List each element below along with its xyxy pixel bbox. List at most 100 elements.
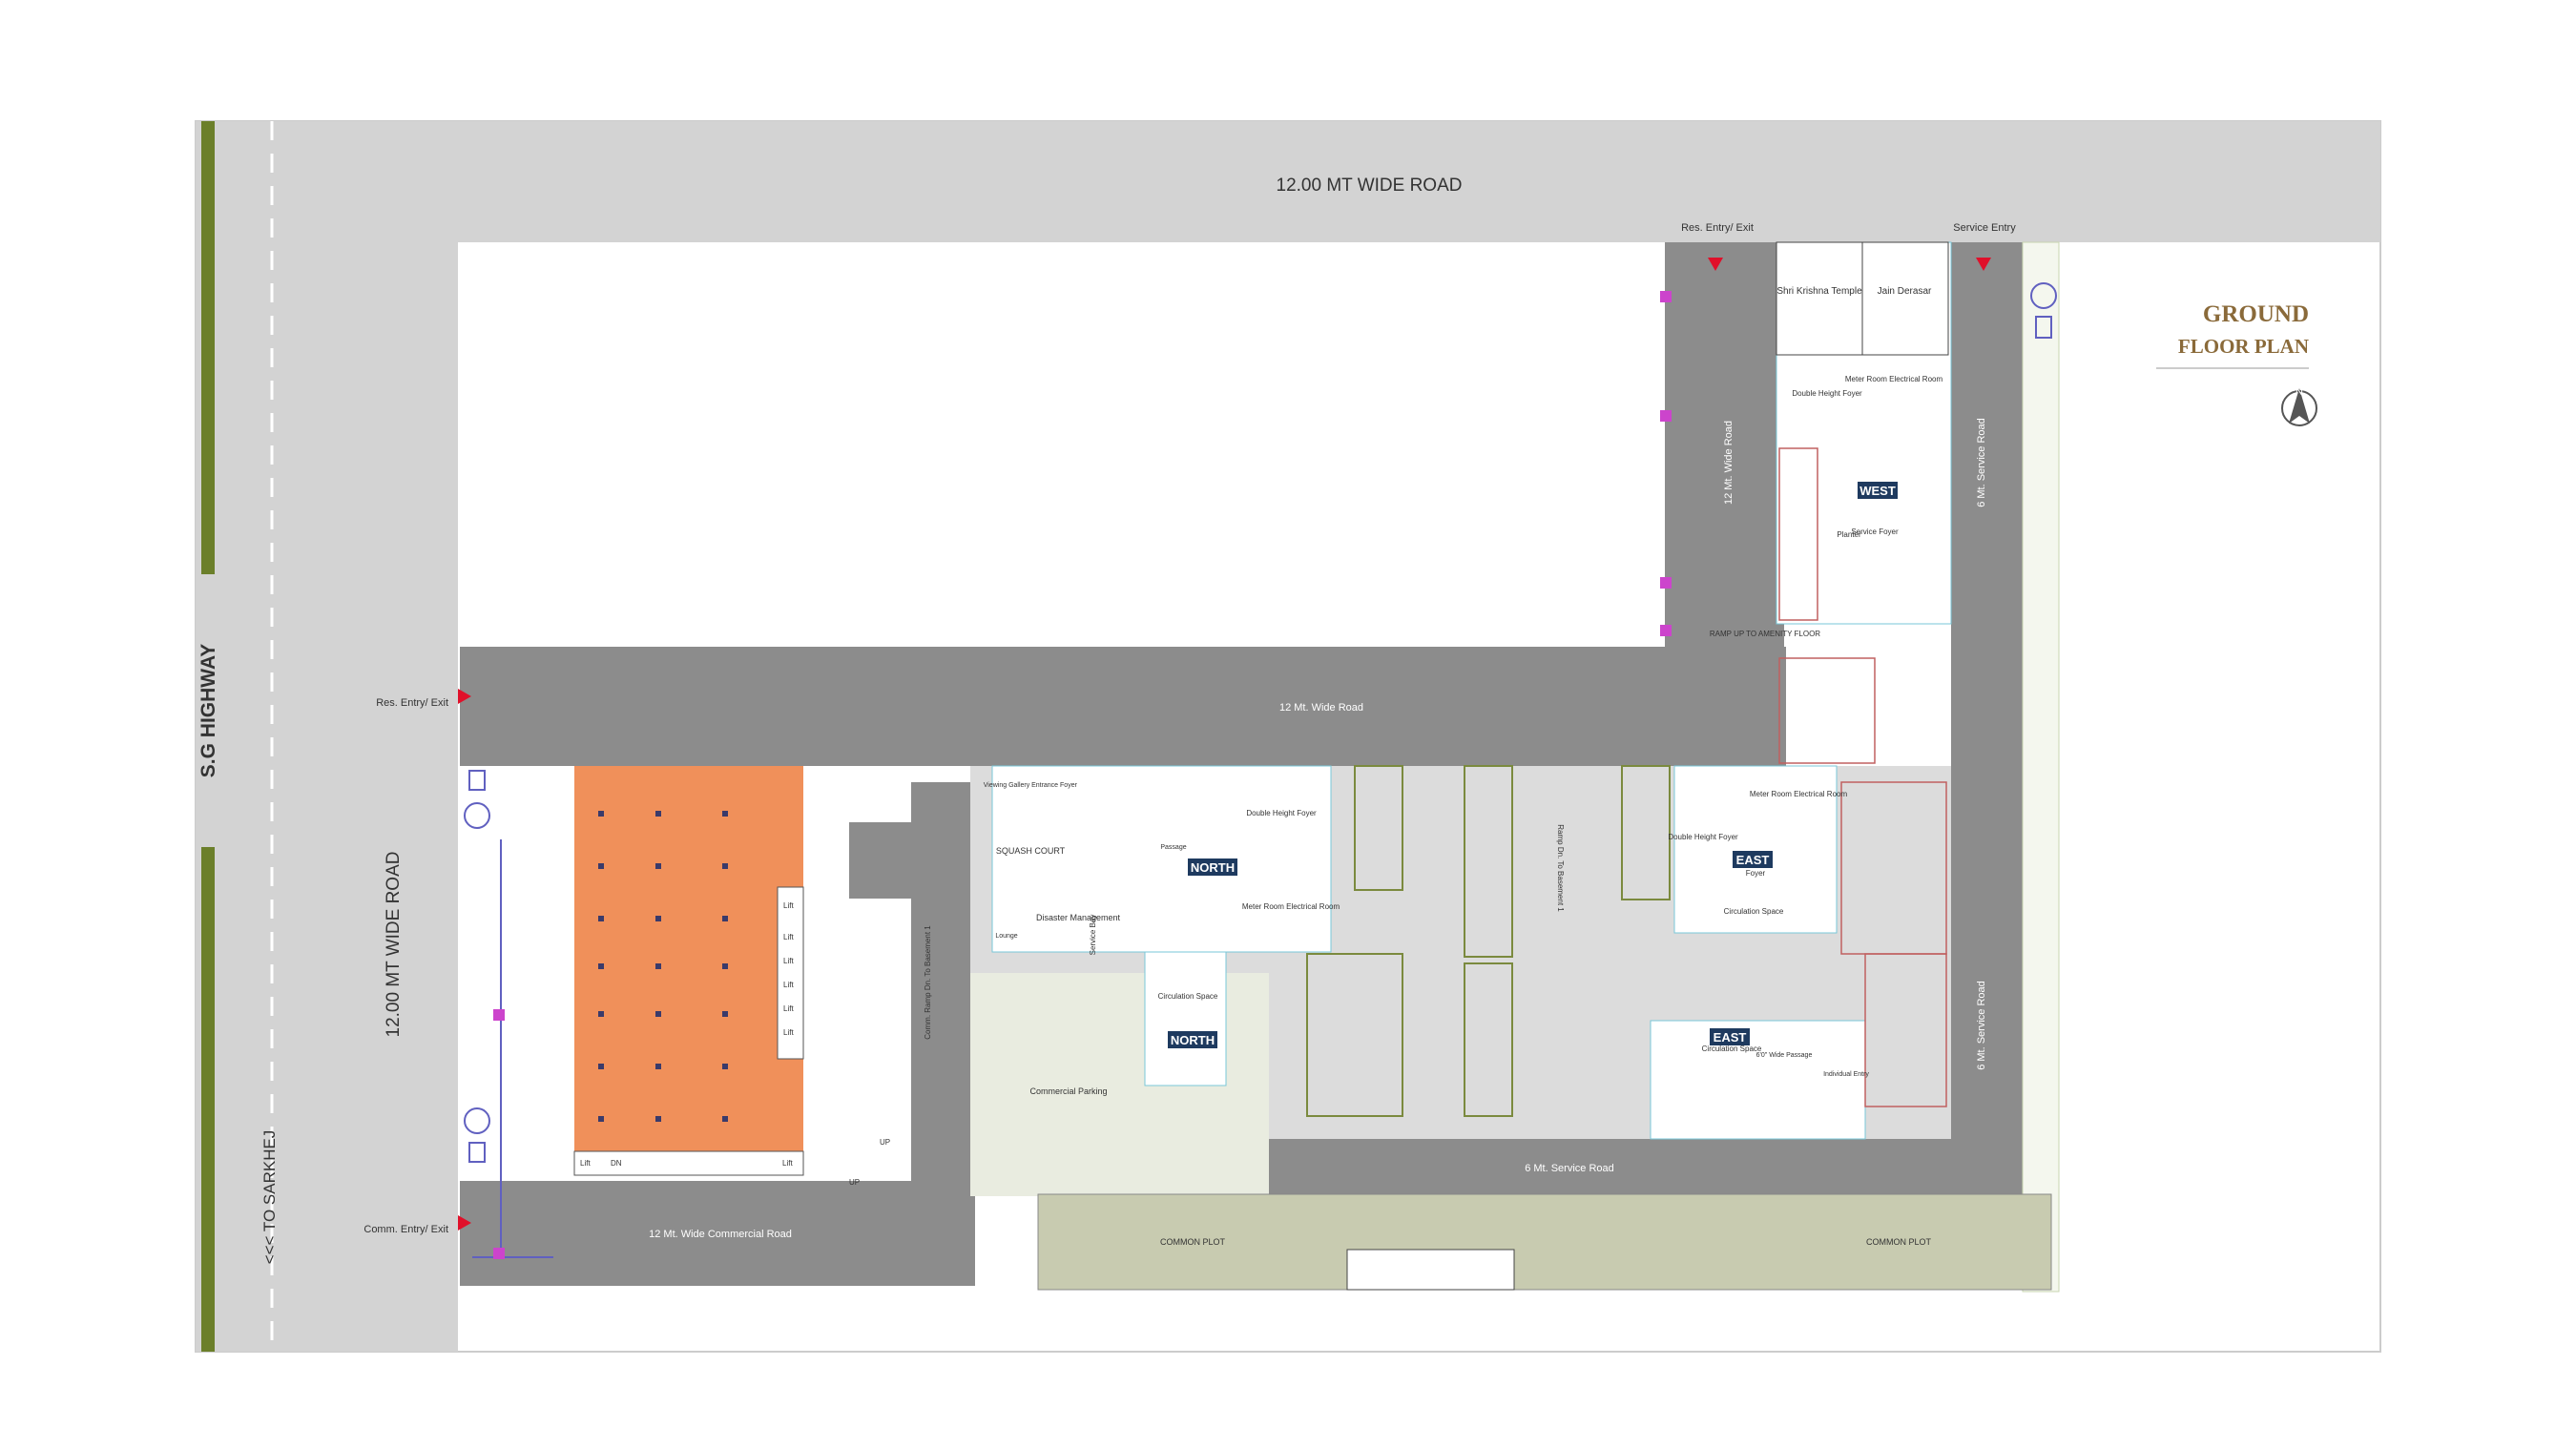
commercial-columns <box>598 811 728 1122</box>
highway-label: S.G HIGHWAY <box>197 644 219 777</box>
left-road <box>329 121 458 1352</box>
inner-road-horizontal <box>460 647 1786 766</box>
top-road <box>196 121 2380 242</box>
svg-text:Lift: Lift <box>783 901 794 910</box>
derasar-box <box>1861 241 1949 356</box>
common-plot-notch <box>1346 1249 1515 1291</box>
passage-label: Passage <box>1160 844 1186 851</box>
inner-road-label: 12 Mt. Wide Road <box>1279 702 1363 714</box>
commercial-bottom-strip <box>573 1150 804 1176</box>
service-road-bottom <box>1269 1139 2023 1196</box>
north-label: N <box>2296 386 2303 398</box>
svg-text:Lift: Lift <box>783 957 794 965</box>
entrance-foyer-label: Entrance Foyer <box>1031 782 1078 789</box>
meter-west-label: Meter Room Electrical Room <box>1845 375 1943 383</box>
service-road-right <box>1951 242 2023 1139</box>
temple-label: Shri Krishna Temple <box>1776 286 1862 297</box>
commercial-road-label: 12 Mt. Wide Commercial Road <box>649 1229 792 1240</box>
east-tower-lower <box>1650 1020 1866 1140</box>
plan-title-line2: FLOOR PLAN <box>2178 335 2309 358</box>
north-lower-tag: NORTH <box>1171 1033 1215 1047</box>
commercial-lift-strip <box>777 886 804 1060</box>
service-road-bottom-right-label: 6 Mt. Service Road <box>1976 981 1987 1070</box>
west-tag: WEST <box>1859 484 1896 498</box>
dh-foyer-north-label: Double Height Foyer <box>1246 809 1317 817</box>
north-upper-tag: NORTH <box>1191 860 1235 875</box>
individual-entry-label: Individual Entry <box>1823 1071 1869 1078</box>
svg-text:Lift: Lift <box>783 981 794 989</box>
sarkhej-label: <<< TO SARKHEJ <box>260 1130 279 1265</box>
res-entry-top-label: Res. Entry/ Exit <box>1681 222 1754 234</box>
common-plot-left-label: COMMON PLOT <box>1160 1237 1226 1247</box>
parking-bays-red <box>1778 447 1947 1107</box>
wide-passage-label: 6'0" Wide Passage <box>1756 1052 1813 1059</box>
east-upper-tag-bg <box>1733 851 1773 868</box>
service-foyer-west-label: Service Foyer <box>1851 527 1899 536</box>
commercial-parking-label: Commercial Parking <box>1029 1086 1107 1096</box>
utility-markers <box>464 282 2057 1258</box>
meter-north-label: Meter Room Electrical Room <box>1242 902 1340 911</box>
highway-strip <box>196 121 329 1352</box>
commercial-lifts: Lift Lift Lift Lift Lift Lift Lift DN Li… <box>580 901 890 1187</box>
north-lower-tag-bg <box>1168 1031 1217 1048</box>
north-upper-tag-bg <box>1188 858 1237 876</box>
stair-block <box>849 822 911 899</box>
east-lower-tag-bg <box>1710 1028 1750 1045</box>
service-bay-label: Service Bay <box>1089 915 1097 956</box>
svg-text:Lift: Lift <box>783 933 794 941</box>
left-road-label: 12.00 MT WIDE ROAD <box>384 852 404 1038</box>
service-entry-label: Service Entry <box>1953 222 2016 234</box>
east-upper-tag: EAST <box>1736 853 1770 867</box>
ramp-amenity-label: RAMP UP TO AMENITY FLOOR <box>1710 630 1820 638</box>
parking-bays <box>1306 765 1671 1117</box>
east-tower-upper <box>1673 765 1838 934</box>
circulation-north-label: Circulation Space <box>1158 992 1218 1001</box>
plan-title-line1: GROUND <box>2203 301 2309 327</box>
commercial-road <box>460 1181 975 1286</box>
svg-text:Lift: Lift <box>783 1004 794 1013</box>
ramp-basement-label: Ramp Dn. To Basement 1 <box>1556 824 1565 912</box>
circ-east2-label: Circulation Space <box>1702 1045 1762 1053</box>
commercial-block <box>574 766 803 1151</box>
svg-text:UP: UP <box>849 1178 860 1187</box>
comm-entry-left-label: Comm. Entry/ Exit <box>364 1224 448 1235</box>
dh-foyer-east-label: Double Height Foyer <box>1668 833 1738 841</box>
service-road-top-label: 6 Mt. Service Road <box>1976 418 1987 507</box>
green-median-top <box>201 121 215 574</box>
circ-east-label: Circulation Space <box>1724 907 1784 916</box>
north-tower-upper <box>991 765 1332 953</box>
common-plot-right-label: COMMON PLOT <box>1866 1237 1932 1247</box>
north-tower-lower <box>1144 951 1227 1086</box>
squash-label: SQUASH COURT <box>996 846 1066 856</box>
east-lower-tag: EAST <box>1714 1030 1747 1045</box>
entry-markers <box>458 258 1991 1231</box>
top-road-label: 12.00 MT WIDE ROAD <box>1277 176 1463 196</box>
common-plot <box>1037 1193 2052 1291</box>
inner-vertical-road-label: 12 Mt. Wide Road <box>1723 421 1735 505</box>
disaster-label: Disaster Management <box>1036 913 1121 922</box>
dh-foyer-west-label: Double Height Foyer <box>1792 389 1862 398</box>
svg-text:Lift: Lift <box>782 1159 793 1168</box>
gate-markers <box>493 291 1672 1259</box>
foyer-east-label: Foyer <box>1746 869 1766 878</box>
comm-ramp-label: Comm. Ramp Dn. To Basement 1 <box>924 925 932 1040</box>
temple-box <box>1776 241 1863 356</box>
meter-east-label: Meter Room Electrical Room <box>1750 790 1848 798</box>
plot-area <box>458 242 1665 647</box>
svg-text:Lift: Lift <box>783 1028 794 1037</box>
viewing-label: Viewing Gallery <box>984 782 1030 789</box>
lounge-label: Lounge <box>995 933 1017 940</box>
svg-text:DN: DN <box>611 1159 622 1168</box>
green-median-bottom <box>201 847 215 1352</box>
inner-road-vertical <box>1665 242 1784 766</box>
west-tag-bg <box>1858 482 1898 499</box>
svg-text:UP: UP <box>880 1138 890 1147</box>
derasar-label: Jain Derasar <box>1878 286 1932 297</box>
north-arrow-icon <box>2281 388 2317 426</box>
svg-text:Lift: Lift <box>580 1159 591 1168</box>
planter-west-label: Planter <box>1837 530 1861 539</box>
res-entry-left-label: Res. Entry/ Exit <box>376 697 448 709</box>
service-road-bottom-label: 6 Mt. Service Road <box>1525 1163 1614 1174</box>
right-landscape-strip <box>2022 241 2060 1293</box>
